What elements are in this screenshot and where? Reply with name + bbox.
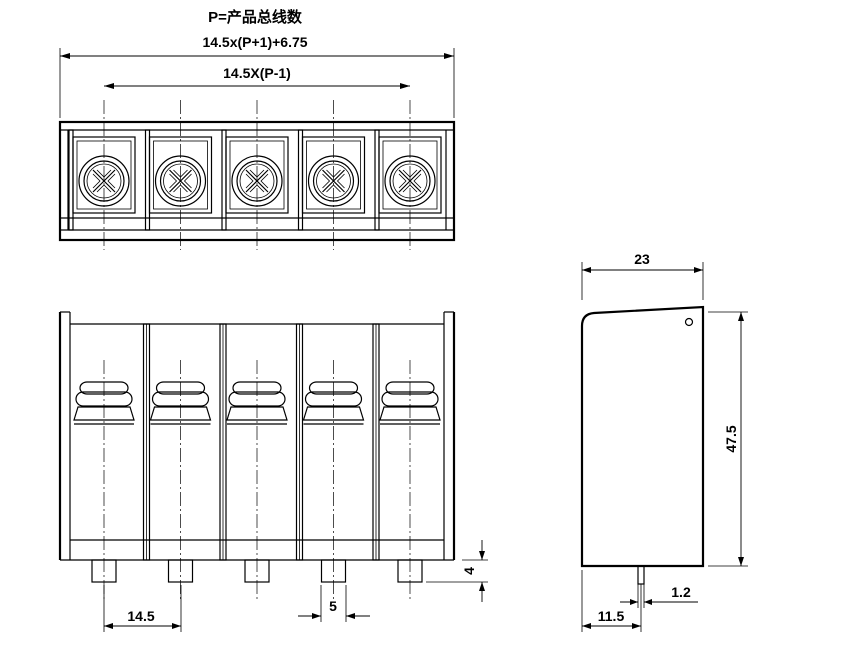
side-view-hole	[684, 317, 694, 327]
top-terminal-cell	[144, 100, 213, 250]
front-terminal-cell	[372, 323, 441, 600]
pitch-formula-label: 14.5X(P-1)	[223, 65, 291, 81]
pin-offset-dimension: 11.5	[581, 570, 642, 632]
pin-thickness-dimension: 1.2	[620, 584, 698, 608]
overall-width-dimension	[59, 48, 455, 118]
pin-width-dimension: 5	[298, 585, 370, 622]
side-view	[580, 305, 705, 585]
pitch-formula-dimension: 14.5X(P-1)	[104, 65, 410, 89]
side-width-dimension: 23	[581, 251, 704, 300]
top-terminal-cell	[297, 100, 366, 250]
side-width-label: 23	[634, 251, 650, 267]
top-terminal-cell	[221, 100, 289, 250]
pitch-dimension: 14.5	[103, 585, 182, 632]
top-terminal-cell	[374, 100, 442, 250]
side-height-dimension: 47.5	[708, 311, 748, 567]
pin-length-dimension: 4	[426, 540, 488, 602]
pin-offset-label: 11.5	[598, 608, 625, 624]
front-terminal-cell	[73, 360, 135, 600]
side-view-outline	[580, 305, 705, 568]
pitch-label: 14.5	[127, 608, 154, 624]
header-line2: 14.5x(P+1)+6.75	[202, 34, 307, 50]
front-terminal-cell	[219, 323, 288, 600]
pin-length-label: 4	[461, 567, 477, 575]
pin-thickness-label: 1.2	[671, 584, 691, 600]
top-view	[58, 100, 456, 250]
pin-width-label: 5	[329, 598, 337, 614]
top-terminal-cell	[68, 100, 136, 250]
side-view-pin	[637, 565, 645, 585]
front-view	[58, 311, 456, 600]
side-height-label: 47.5	[723, 425, 739, 452]
header-line1: P=产品总线数	[208, 8, 303, 26]
front-terminal-cell	[142, 323, 212, 600]
front-terminal-cell	[295, 323, 365, 600]
